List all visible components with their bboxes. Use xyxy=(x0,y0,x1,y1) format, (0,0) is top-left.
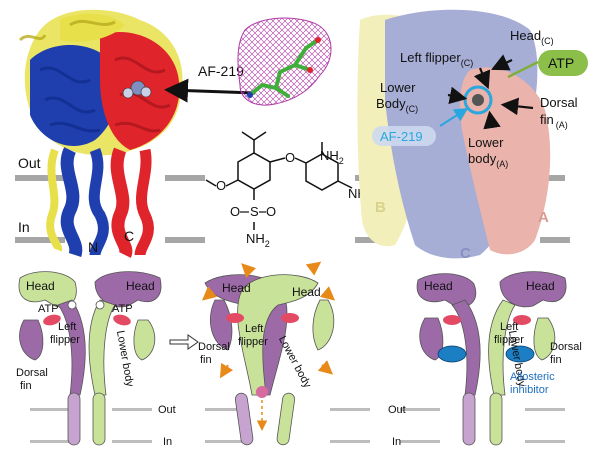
c2-head-left: Head xyxy=(222,281,251,295)
dorsal-fin-a-label-line2: fin(A) xyxy=(540,112,568,130)
c2-out-label: Out xyxy=(158,404,176,416)
cartoon-open-state: Head Head Left flipper Dorsal fin Lower … xyxy=(158,261,336,448)
chemical-structure xyxy=(205,131,353,230)
sulfonyl-o-left-label: O xyxy=(230,204,240,219)
extracellular-domain xyxy=(18,9,183,156)
c3-head-left: Head xyxy=(424,279,453,293)
c1-left-flipper-line2: flipper xyxy=(50,334,80,346)
c3-out-label: Out xyxy=(388,404,406,416)
c2-lower-body: Lower body xyxy=(276,334,314,390)
subunit-a-label: A xyxy=(538,209,549,226)
cartoon-inhibited-state: Head Head Left flipper Lower body Dorsal… xyxy=(388,271,582,448)
c2-left-flipper-line2: flipper xyxy=(238,336,268,348)
membrane-bar-in-right xyxy=(165,237,205,243)
c2-in-label: In xyxy=(163,436,172,448)
inhibitor-blob-right xyxy=(505,345,535,363)
c1-head-left: Head xyxy=(26,279,55,293)
surface-membrane-in-right xyxy=(540,237,570,243)
membrane-bar-out-right xyxy=(165,175,205,181)
c3-allosteric-line2: inhibitor xyxy=(510,384,549,396)
af219-bound-ligand xyxy=(472,94,484,106)
c1-atp-left: ATP xyxy=(38,303,59,315)
membrane-bar-in-left xyxy=(15,237,65,243)
dorsal-fin-a-label-line1: Dorsal xyxy=(540,95,578,110)
lower-body-a-label-line2: body(A) xyxy=(468,151,508,169)
sulfonyl-o-right-label: O xyxy=(266,204,276,219)
sulfonyl-s-label: S xyxy=(250,204,259,219)
c-terminus-label: C xyxy=(124,228,134,244)
membrane-out-label: Out xyxy=(18,155,41,171)
cartoon-closed-state: Head Head ATP ATP Left flipper Lower bod… xyxy=(16,271,162,446)
subunit-c-label: C xyxy=(460,245,471,262)
c1-dorsal-fin-line1: Dorsal xyxy=(16,367,48,379)
n-terminus-label: N xyxy=(88,239,98,255)
c3-in-label: In xyxy=(392,436,401,448)
c1-head-right: Head xyxy=(126,279,155,293)
af219-surface-label: AF-219 xyxy=(380,129,423,144)
c1-atp-right: ATP xyxy=(112,303,133,315)
c1-lower-body: Lower body xyxy=(114,330,136,389)
atp-badge xyxy=(538,50,588,76)
left-flipper-c-label: Left flipper(C) xyxy=(400,50,473,68)
cartoon-membranes xyxy=(30,408,565,443)
c2-head-right: Head xyxy=(292,285,321,299)
sulfonamide-nh2-label: NH2 xyxy=(246,231,270,249)
c2-left-flipper-line1: Left xyxy=(245,323,263,335)
c3-head-right: Head xyxy=(526,279,555,293)
ether-oxygen-label: O xyxy=(285,150,295,165)
c3-dorsal-fin-line2: fin xyxy=(550,354,562,366)
head-c-label: Head(C) xyxy=(510,28,554,46)
benzene-ring xyxy=(237,152,271,190)
subunit-b-label: B xyxy=(375,199,386,216)
c3-dorsal-fin-line1: Dorsal xyxy=(550,341,582,353)
lower-body-a-label-line1: Lower xyxy=(468,135,504,150)
amine-top-label: NH2 xyxy=(320,148,344,166)
c1-dorsal-fin-line2: fin xyxy=(20,380,32,392)
c2-dorsal-fin-line2: fin xyxy=(200,354,212,366)
c2-dorsal-fin-line1: Dorsal xyxy=(198,341,230,353)
subunit-a-surface xyxy=(460,67,551,255)
c3-left-flipper-line1: Left xyxy=(500,321,518,333)
c3-left-flipper-line2: flipper xyxy=(494,334,524,346)
lower-body-c-label-line2: Body(C) xyxy=(376,96,418,114)
transition-arrow xyxy=(169,334,199,350)
surface-model: ATP Head(C) Left flipper(C) Lower Body(C… xyxy=(355,9,588,262)
inhibitor-blob-left xyxy=(437,345,467,363)
electron-density-inset xyxy=(237,17,332,106)
membrane-in-label: In xyxy=(18,219,30,235)
c3-allosteric-line1: Allosteric xyxy=(510,371,555,383)
lower-body-c-label-line1: Lower xyxy=(380,80,416,95)
c1-left-flipper-line1: Left xyxy=(58,321,76,333)
atp-badge-label: ATP xyxy=(548,55,574,71)
ribbon-structure: Out In N C AF-219 xyxy=(15,9,332,258)
af219-label-top-left: AF-219 xyxy=(198,63,244,79)
membrane-bar-out-left xyxy=(15,175,65,181)
transmembrane-helices xyxy=(46,147,154,258)
methoxy-oxygen-label: O xyxy=(216,178,226,193)
